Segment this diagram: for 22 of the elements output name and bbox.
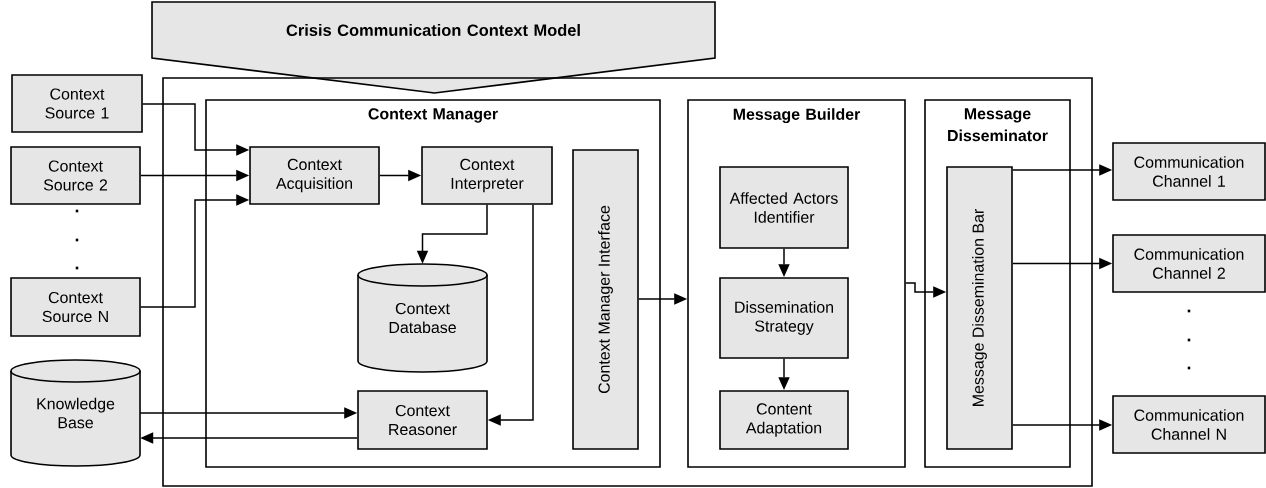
ellipsis-dot: .	[1187, 309, 1191, 313]
title-banner: Crisis Communication Context Model	[151, 1, 716, 94]
component-box: Communication Channel 2	[1112, 234, 1266, 293]
component-box: Communication Channel 1	[1112, 142, 1266, 201]
component-box: Context Source N	[10, 277, 141, 337]
component-box: Context Source 2	[10, 146, 141, 205]
component-box: Affected Actors Identifier	[719, 166, 849, 249]
component-box: Context Acquisition	[249, 146, 380, 205]
ellipsis-dot: .	[1187, 338, 1191, 342]
database-cylinder: Knowledge Base	[10, 359, 141, 467]
system-boundary-box	[162, 77, 1093, 487]
component-box: Context Source 1	[11, 74, 143, 133]
component-box: Context Reasoner	[357, 390, 488, 450]
component-box: Dissemination Strategy	[719, 277, 849, 359]
interface-bar: Message Dissemination Bar	[946, 166, 1013, 450]
database-cylinder: Context Database	[357, 263, 488, 373]
component-box: Communication Channel N	[1112, 395, 1266, 454]
interface-bar: Context Manager Interface	[572, 149, 639, 450]
ellipsis-dot: .	[75, 238, 79, 242]
component-box: Content Adaptation	[719, 390, 849, 450]
ellipsis-dot: .	[1187, 366, 1191, 370]
component-box: Context Interpreter	[421, 146, 553, 205]
